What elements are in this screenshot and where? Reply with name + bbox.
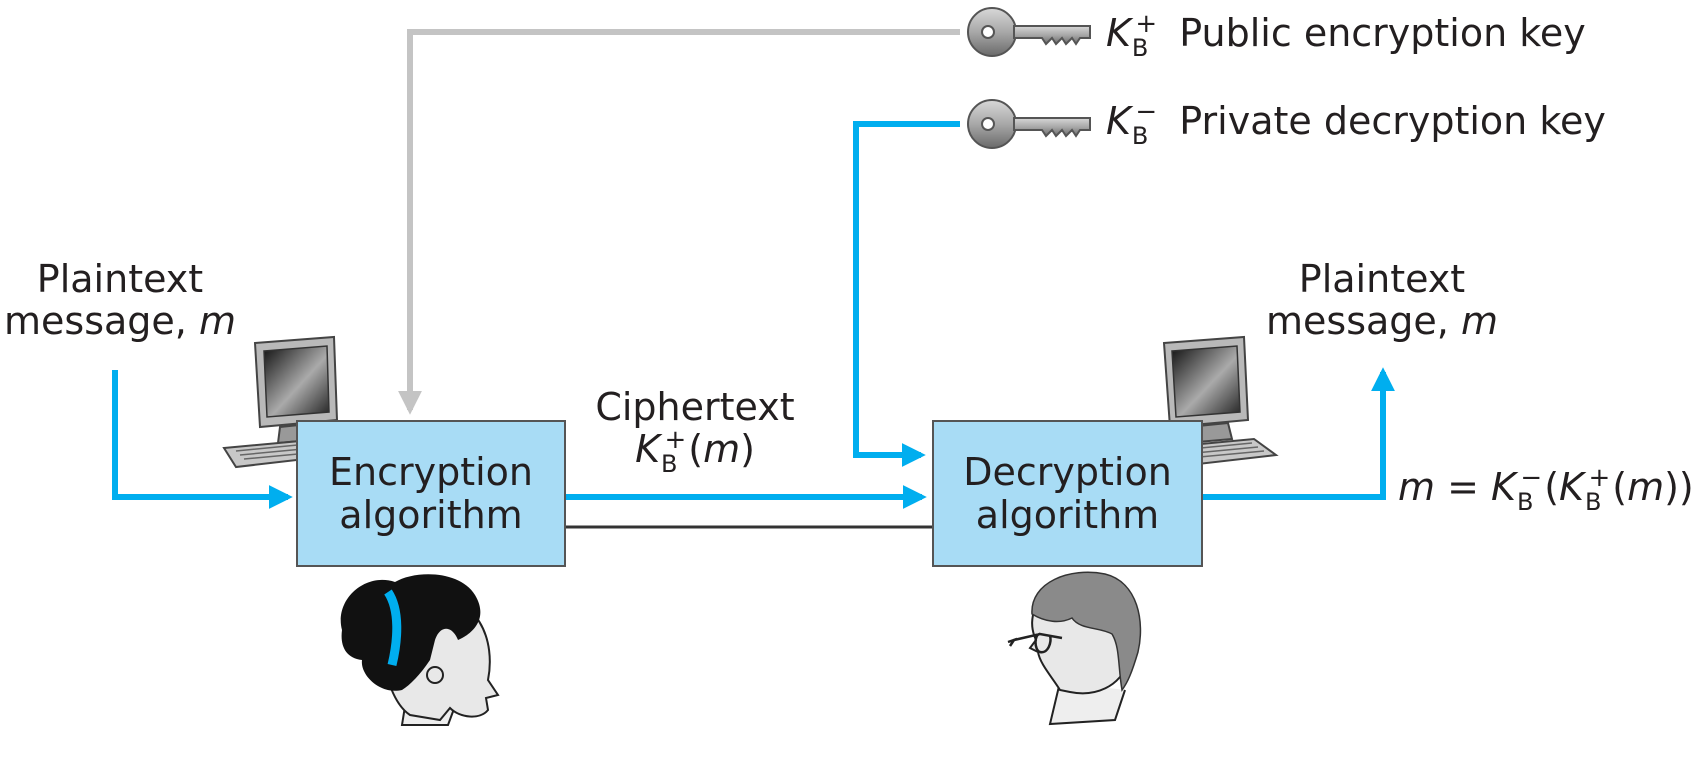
- ciphertext-label: Ciphertext KB+(m): [595, 385, 795, 478]
- plaintext-output-arrow: [1203, 367, 1395, 500]
- alice-sender-icon: [340, 574, 500, 726]
- private-key-symbol: K: [1106, 99, 1131, 143]
- private-key-line: [853, 121, 960, 467]
- public-key-icon: [967, 7, 1091, 57]
- private-key-text: Private decryption key: [1179, 99, 1606, 143]
- encryption-algorithm-box: Encryption algorithm: [296, 420, 566, 567]
- public-key-text: Public encryption key: [1179, 11, 1586, 55]
- sender-plaintext-label: Plaintext message, m: [4, 257, 236, 343]
- decryption-algorithm-box: Decryption algorithm: [932, 420, 1203, 567]
- decryption-result-formula: m = KB−(KB+(m)): [1398, 463, 1694, 516]
- bob-receiver-icon: [1007, 571, 1142, 726]
- public-key-line: [398, 29, 960, 415]
- private-key-icon: [967, 99, 1091, 149]
- receiver-plaintext-label: Plaintext message, m: [1266, 257, 1498, 343]
- plaintext-input-arrow: [112, 370, 293, 509]
- private-key-label: KB− Private decryption key: [1106, 97, 1606, 150]
- public-key-symbol: K: [1106, 11, 1131, 55]
- public-key-label: KB+ Public encryption key: [1106, 9, 1586, 62]
